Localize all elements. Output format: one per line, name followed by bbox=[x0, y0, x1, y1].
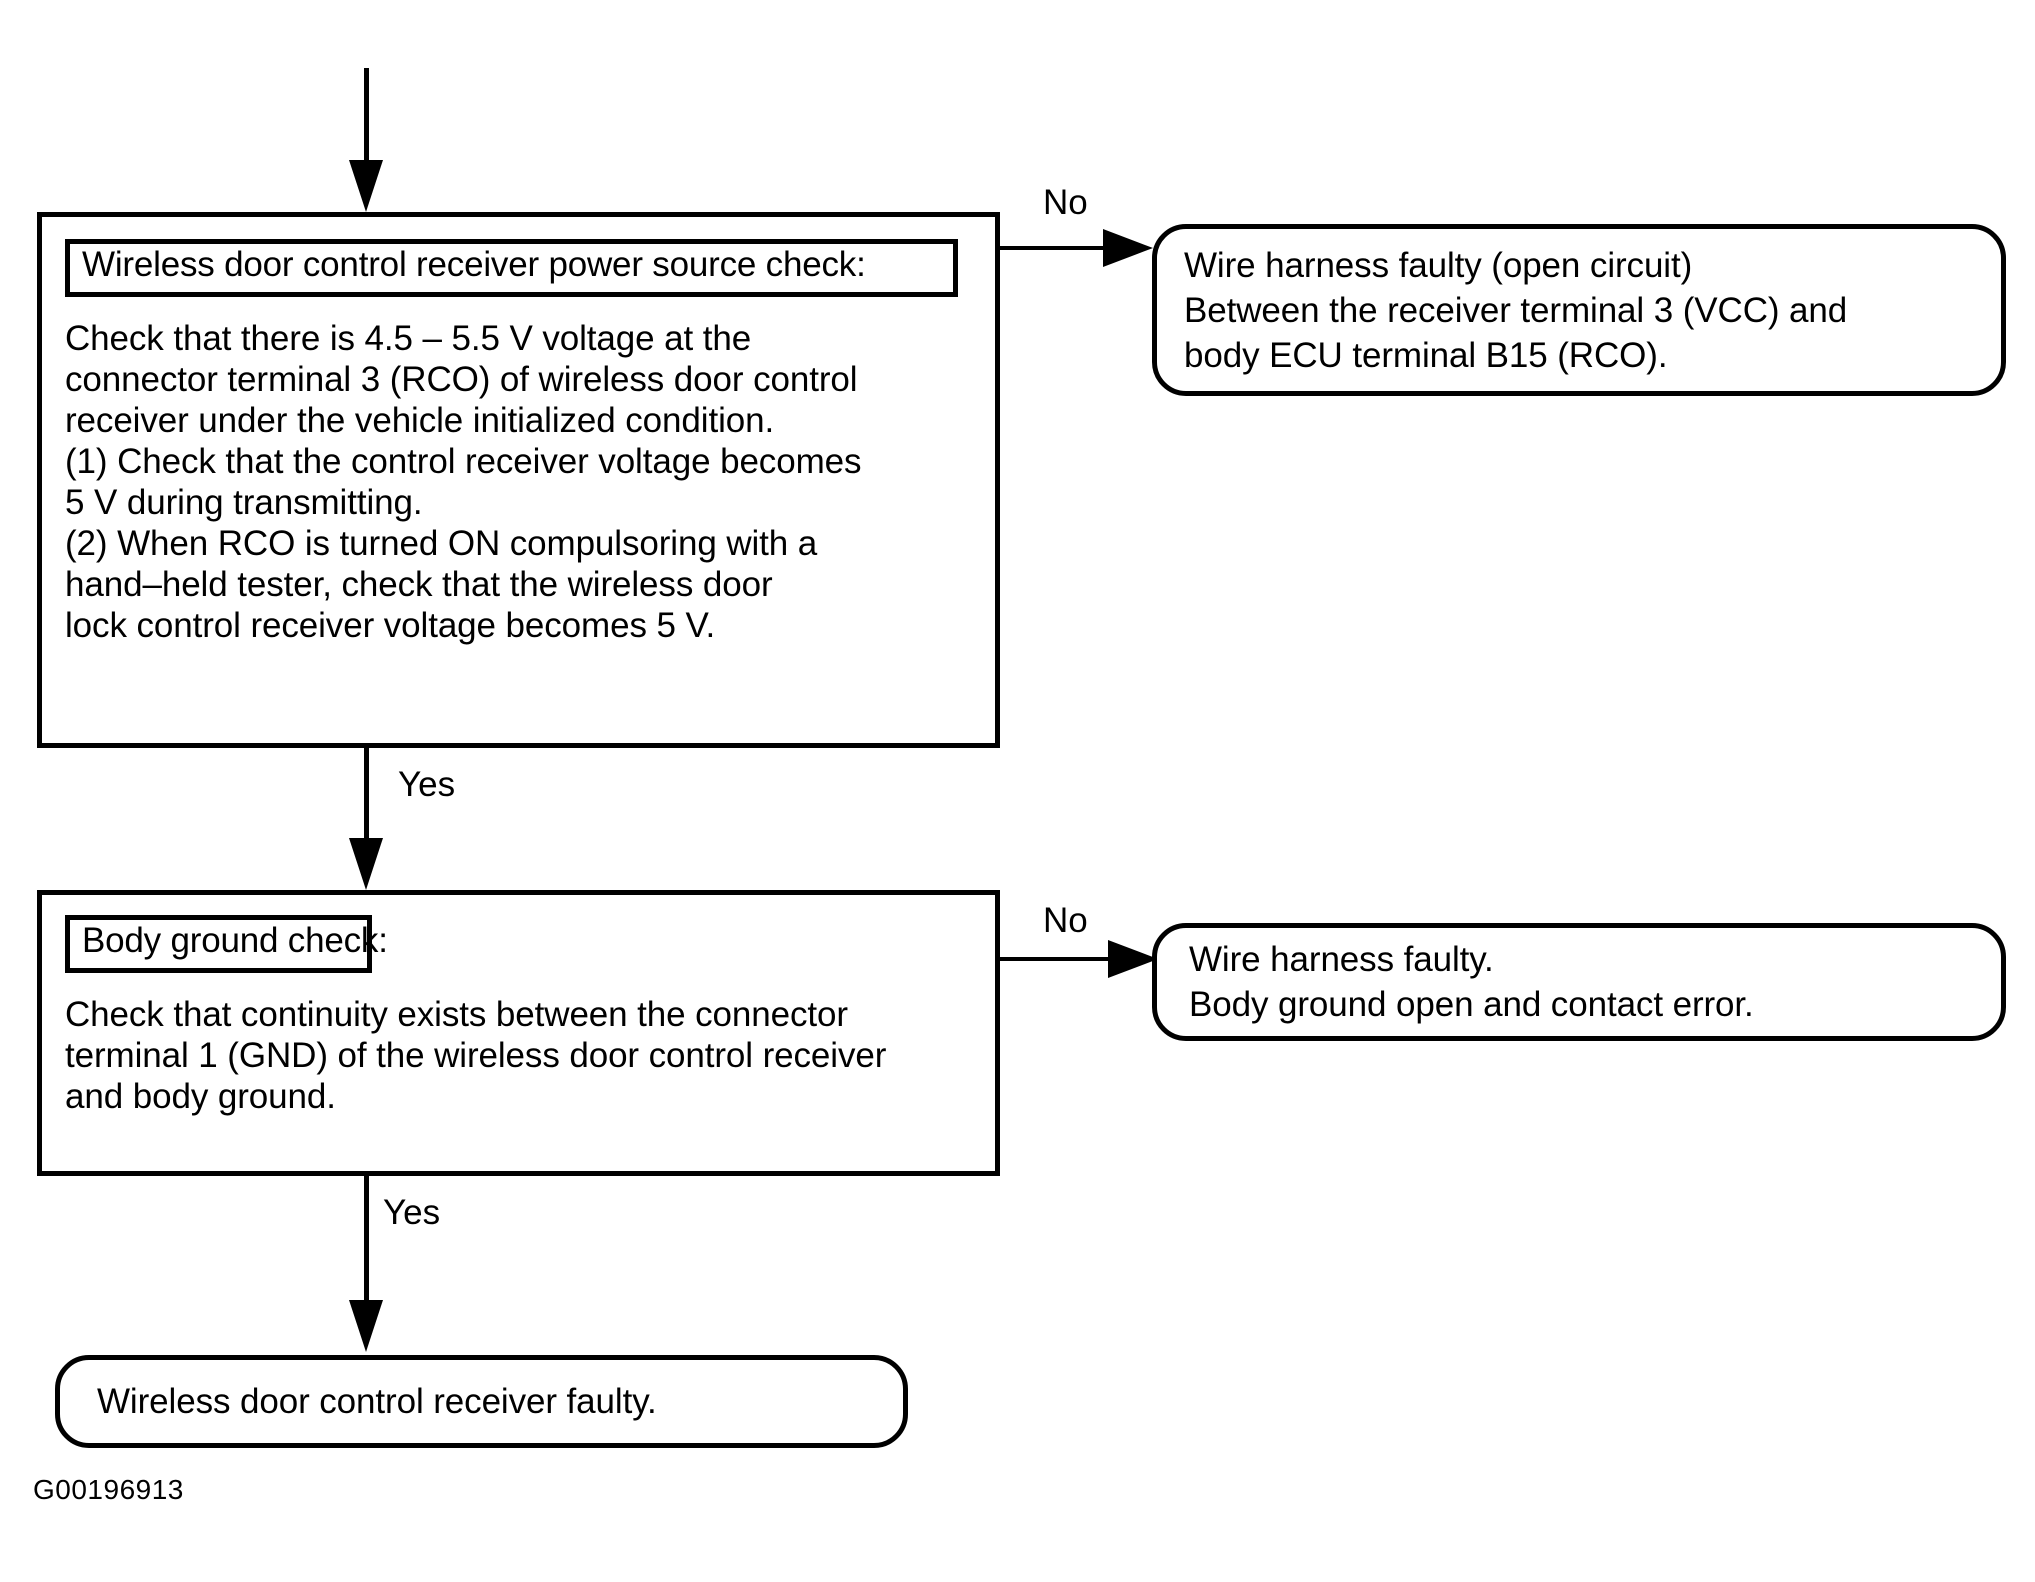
body-line: (1) Check that the control receiver volt… bbox=[65, 442, 862, 481]
figure-reference-id: G00196913 bbox=[33, 1474, 184, 1505]
step-power-source-check-title-box: Wireless door control receiver power sou… bbox=[65, 239, 958, 297]
body-line: hand–held tester, check that the wireles… bbox=[65, 565, 773, 604]
body-line: connector terminal 3 (RCO) of wireless d… bbox=[65, 360, 858, 399]
no-branch-line-step2 bbox=[1000, 957, 1152, 961]
branch-label-yes-step2: Yes bbox=[383, 1193, 441, 1232]
outcome-line: Wire harness faulty (open circuit) bbox=[1184, 245, 1693, 285]
body-line: receiver under the vehicle initialized c… bbox=[65, 401, 775, 440]
outcome-line: Body ground open and contact error. bbox=[1189, 985, 1754, 1024]
outcome-receiver-faulty-box[interactable]: Wireless door control receiver faulty. bbox=[55, 1355, 908, 1448]
body-line: Check that there is 4.5 – 5.5 V voltage … bbox=[65, 319, 752, 358]
branch-label-no-step2: No bbox=[1043, 901, 1088, 940]
body-line: lock control receiver voltage becomes 5 … bbox=[65, 606, 716, 645]
outcome-wire-harness-body-ground-box[interactable]: Wire harness faulty. Body ground open an… bbox=[1152, 923, 2006, 1041]
outcome-line: Between the receiver terminal 3 (VCC) an… bbox=[1184, 290, 1848, 330]
no-branch-arrow-head-icon-step1 bbox=[1103, 229, 1153, 267]
body-line: (2) When RCO is turned ON compulsoring w… bbox=[65, 524, 818, 563]
no-branch-line-step1 bbox=[1000, 246, 1145, 250]
body-line: 5 V during transmitting. bbox=[65, 483, 423, 522]
outcome-wire-harness-open-circuit-box[interactable]: Wire harness faulty (open circuit) Betwe… bbox=[1152, 224, 2006, 396]
step-body-ground-check-title: Body ground check: bbox=[82, 921, 388, 960]
entry-connector-line bbox=[364, 68, 369, 168]
body-line: terminal 1 (GND) of the wireless door co… bbox=[65, 1036, 887, 1075]
yes-connector-line-step2 bbox=[364, 1176, 369, 1306]
step-power-source-check-body: Check that there is 4.5 – 5.5 V voltage … bbox=[65, 318, 995, 646]
yes-connector-line-step1 bbox=[364, 748, 369, 846]
body-line: Check that continuity exists between the… bbox=[65, 995, 848, 1034]
step-body-ground-check-box[interactable]: Body ground check: Check that continuity… bbox=[37, 890, 1000, 1176]
step-power-source-check-title: Wireless door control receiver power sou… bbox=[82, 245, 866, 284]
outcome-line: Wireless door control receiver faulty. bbox=[97, 1382, 657, 1421]
yes-arrow-head-icon-step2 bbox=[349, 1300, 383, 1352]
body-line: and body ground. bbox=[65, 1077, 336, 1116]
entry-arrow-head-icon bbox=[349, 160, 383, 212]
step-body-ground-check-body: Check that continuity exists between the… bbox=[65, 994, 995, 1117]
outcome-line: Wire harness faulty. bbox=[1189, 940, 1494, 979]
branch-label-no-step1: No bbox=[1043, 183, 1088, 222]
branch-label-yes-step1: Yes bbox=[398, 765, 456, 804]
outcome-line: body ECU terminal B15 (RCO). bbox=[1184, 335, 1668, 375]
step-power-source-check-box[interactable]: Wireless door control receiver power sou… bbox=[37, 212, 1000, 748]
no-branch-arrow-head-icon-step2 bbox=[1108, 940, 1158, 978]
step-body-ground-check-title-box: Body ground check: bbox=[65, 915, 388, 973]
yes-arrow-head-icon-step1 bbox=[349, 838, 383, 890]
